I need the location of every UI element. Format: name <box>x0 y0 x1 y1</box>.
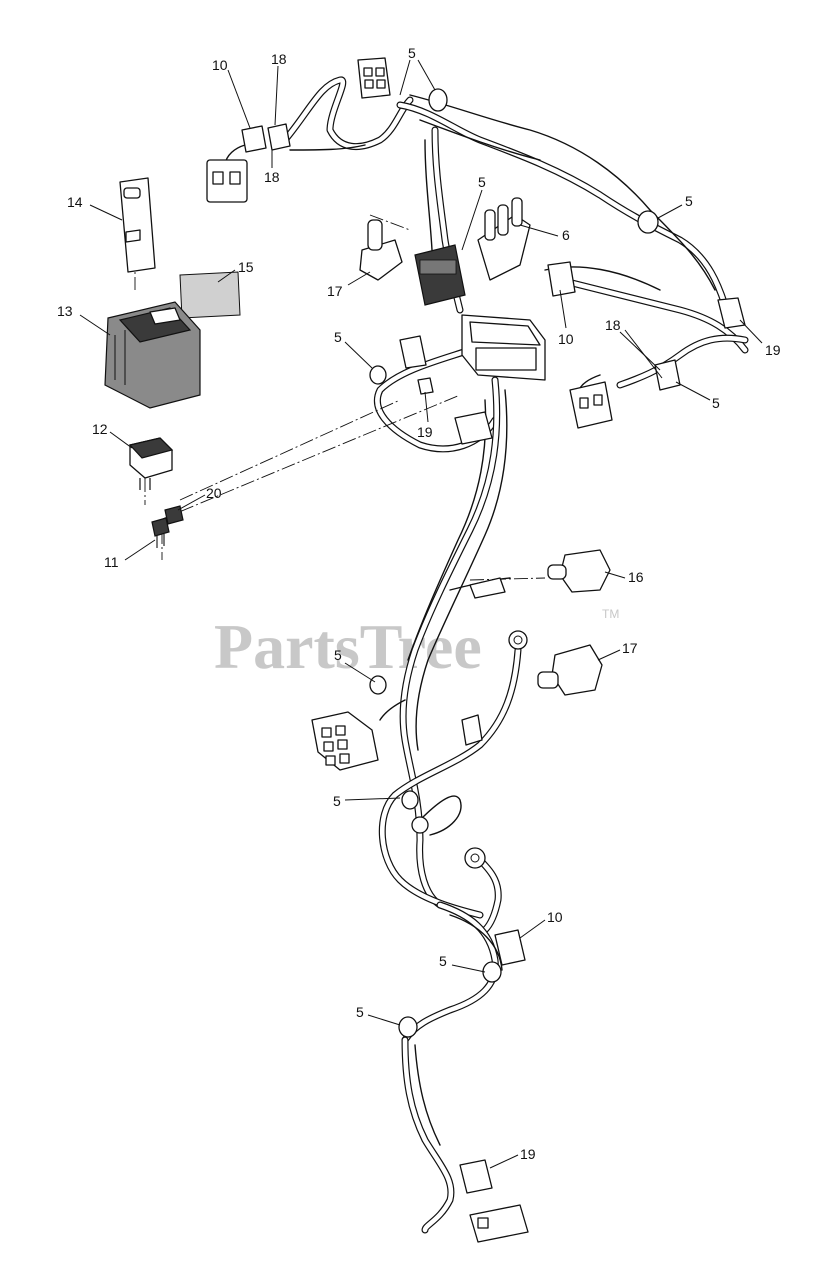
callout-18-bottom: 18 <box>264 169 280 185</box>
watermark-text: PartsTree <box>214 611 482 682</box>
inline-connector <box>461 714 483 746</box>
label-15 <box>179 271 241 319</box>
callout-17-right: 17 <box>622 640 638 656</box>
callout-17-left: 17 <box>327 283 343 299</box>
watermark-tm: TM <box>602 607 619 621</box>
main-connector <box>414 244 466 306</box>
callout-10-low: 10 <box>547 909 563 925</box>
callout-13: 13 <box>57 303 73 319</box>
callout-5-left: 5 <box>334 329 342 345</box>
clip-19-bot <box>459 1159 493 1194</box>
callout-16: 16 <box>628 569 644 585</box>
callout-5-low3: 5 <box>439 953 447 969</box>
assembly-lines <box>134 214 546 581</box>
callout-19-mid: 19 <box>417 424 433 440</box>
callout-5-low4: 5 <box>356 1004 364 1020</box>
callout-12: 12 <box>92 421 108 437</box>
connector-lower-left <box>311 711 379 771</box>
clip-10-low <box>494 929 526 966</box>
plug-17-left <box>359 219 403 281</box>
callout-5-top: 5 <box>408 45 416 61</box>
callout-15: 15 <box>238 259 254 275</box>
callout-5-lower1: 5 <box>334 647 342 663</box>
callout-5-mid: 5 <box>478 174 486 190</box>
callout-18-top: 18 <box>271 51 287 67</box>
connector-bottom <box>469 1204 529 1243</box>
push-clips <box>369 88 659 1038</box>
clip-19-mid <box>399 335 434 395</box>
connector-top-left <box>206 123 291 203</box>
callout-11: 11 <box>104 554 119 570</box>
callout-10-mid: 10 <box>558 331 574 347</box>
callout-14: 14 <box>67 194 83 210</box>
callout-18-right: 18 <box>605 317 621 333</box>
leader-lines <box>79 59 763 1169</box>
connector-right-18 <box>569 359 681 429</box>
fuse-block <box>461 314 546 381</box>
callout-5-right2: 5 <box>712 395 720 411</box>
fuse-11 <box>151 517 170 548</box>
relay-12 <box>128 437 174 490</box>
callout-6: 6 <box>562 227 570 243</box>
callout-numbers: 10 18 18 5 5 5 6 14 15 13 17 5 10 19 18 … <box>57 45 781 1162</box>
callout-19-right: 19 <box>765 342 781 358</box>
parts-tree-watermark: PartsTree TM <box>214 607 619 682</box>
callout-20: 20 <box>206 485 222 501</box>
ring-terminals <box>411 630 528 869</box>
plug-17-right <box>537 644 603 696</box>
callout-5-lower2: 5 <box>333 793 341 809</box>
callout-10-top: 10 <box>212 57 228 73</box>
connector-mid-square <box>454 411 493 445</box>
callout-5-right: 5 <box>685 193 693 209</box>
plug-16 <box>469 549 611 599</box>
clip-19-right <box>717 297 746 329</box>
bracket-14 <box>119 177 156 273</box>
connector-top-center <box>357 57 391 99</box>
clip-10-mid <box>547 261 576 297</box>
fuse-20 <box>164 505 184 525</box>
fuse-holder-6 <box>477 197 531 281</box>
callout-19-bottom: 19 <box>520 1146 536 1162</box>
fuse-cover-13 <box>104 301 201 409</box>
